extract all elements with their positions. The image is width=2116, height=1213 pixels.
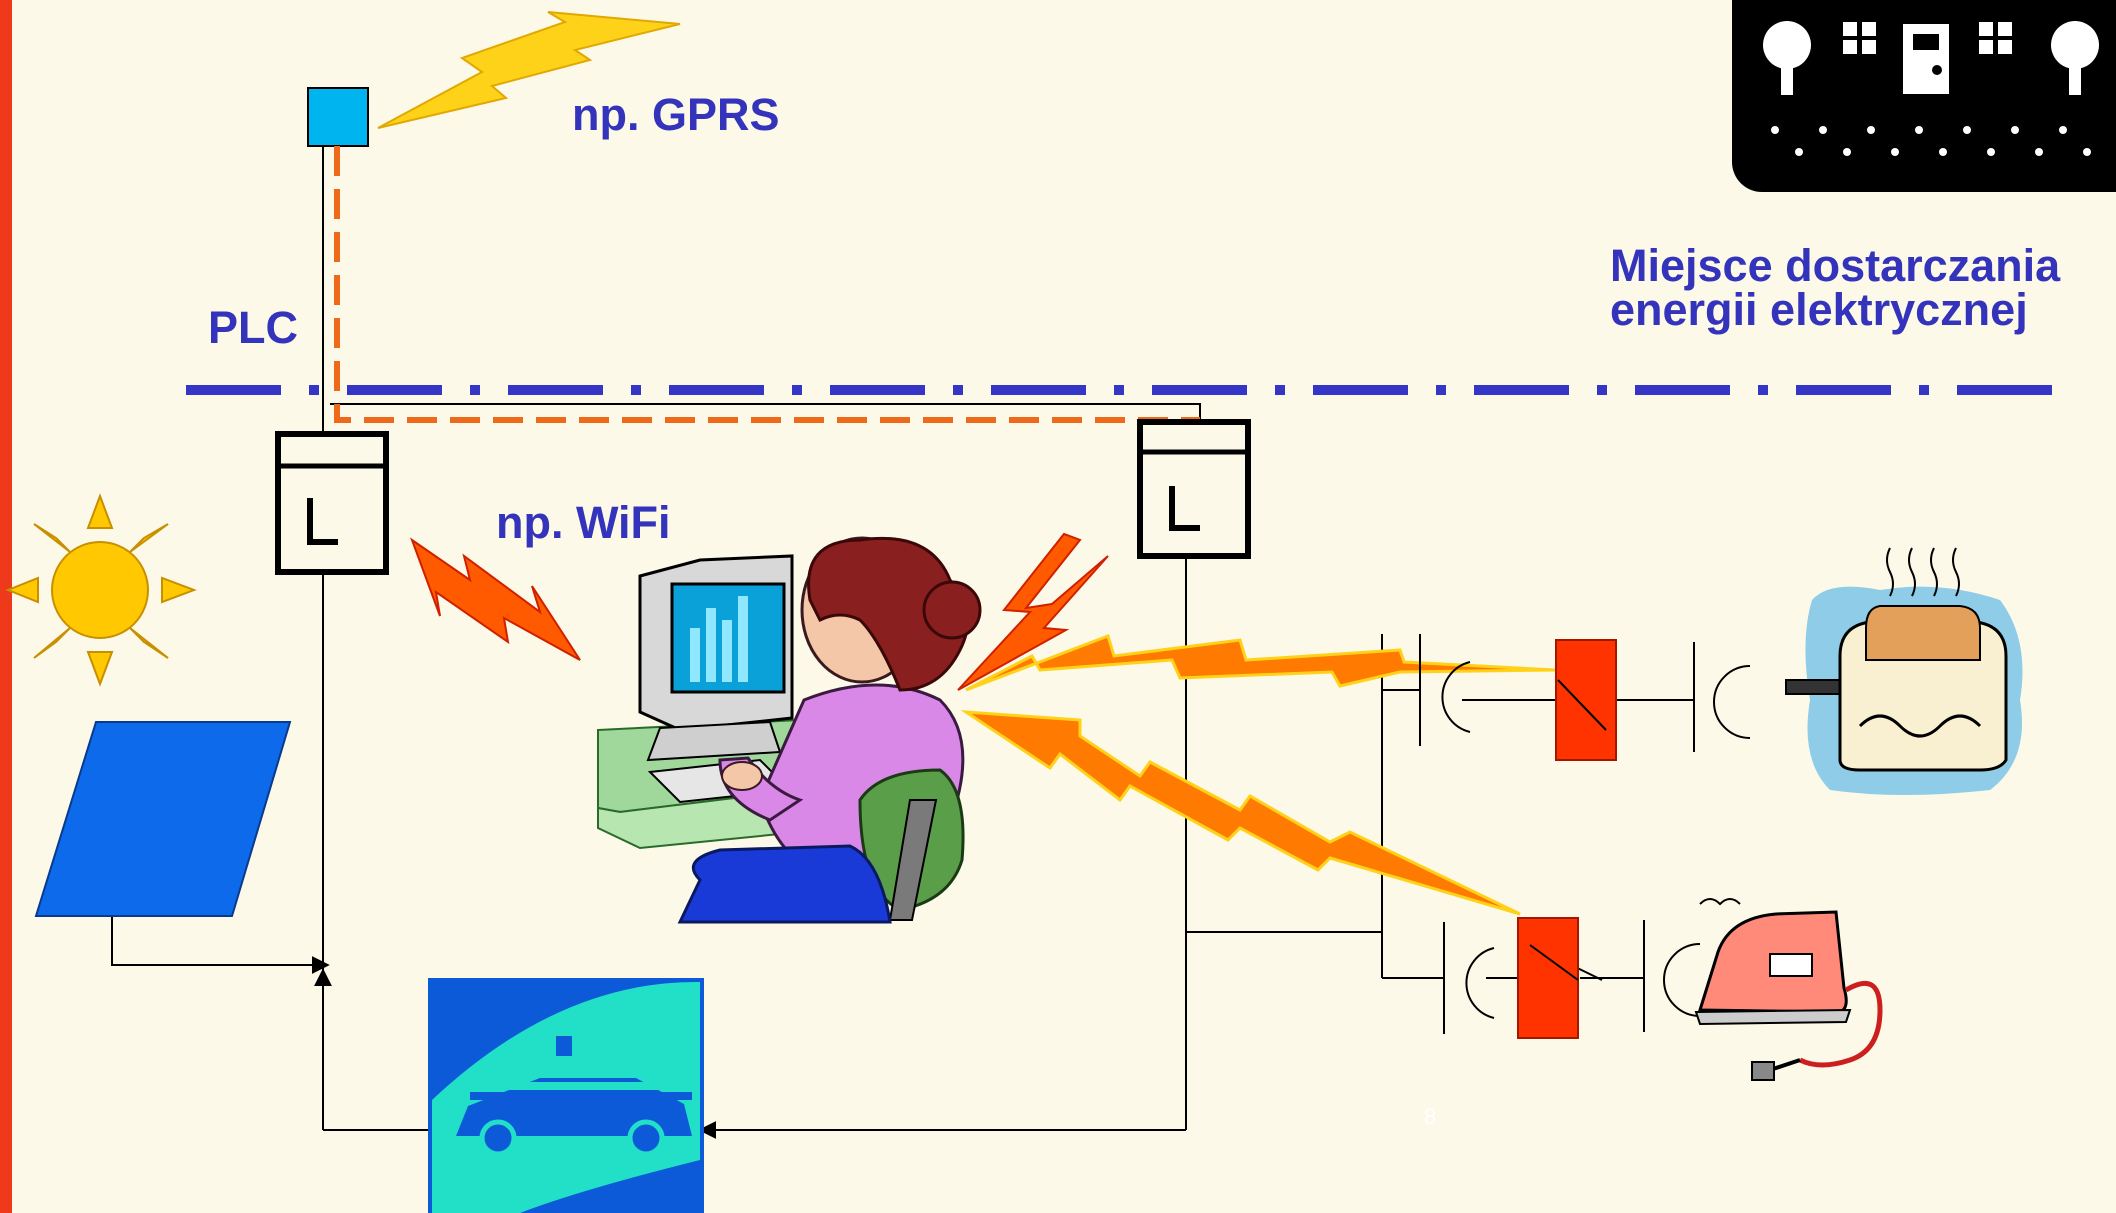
socket-icons <box>1419 634 1751 1034</box>
page-number: 8 <box>1424 1104 1437 1129</box>
house-icon <box>1732 0 2116 192</box>
radio-link-to-iron-relay-icon <box>960 710 1521 916</box>
gprs-label: np. GPRS <box>572 89 780 140</box>
gprs-modem-icon <box>307 87 369 147</box>
smart-plug-relay-toaster-icon <box>1555 639 1617 761</box>
delivery-point-label: Miejsce dostarczania energii elektryczne… <box>1610 240 2061 336</box>
solar-panel-icon <box>34 721 292 917</box>
toaster-icon <box>1785 547 2023 795</box>
iron-icon <box>1694 898 1883 1081</box>
smart-meter-2-icon <box>1137 419 1251 559</box>
smart-plug-relay-iron-icon <box>1517 917 1579 1039</box>
delivery-point-label-line2: energii elektrycznej <box>1610 284 2028 336</box>
smart-meter-1-icon <box>275 431 389 575</box>
radio-link-to-toaster-relay-icon <box>965 634 1557 692</box>
wifi-label: np. WiFi <box>496 497 671 548</box>
plc-label: PLC <box>208 302 298 353</box>
delivery-point-label-line1: Miejsce dostarczania <box>1610 240 2061 291</box>
left-edge-bar <box>0 0 12 1213</box>
wifi-radio-link-icon <box>409 537 581 661</box>
user-at-computer-icon <box>597 536 982 924</box>
sun-icon <box>5 493 197 687</box>
comm-dashed-line <box>334 146 1200 423</box>
computer-radio-link-up-icon <box>957 532 1109 691</box>
gprs-radio-link-icon <box>377 11 681 129</box>
ev-charging-tile-icon <box>428 978 704 1213</box>
